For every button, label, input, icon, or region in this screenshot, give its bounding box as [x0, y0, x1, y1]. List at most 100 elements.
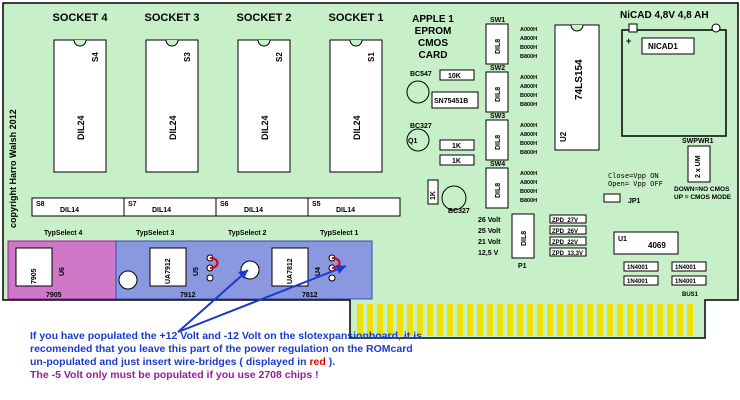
edge-connector [357, 304, 693, 336]
regulator-body [271, 247, 309, 287]
gold-finger [457, 304, 463, 336]
socket-chip-label: DIL24 [260, 115, 270, 140]
gold-finger [537, 304, 543, 336]
regulator-part: 7905 [31, 268, 38, 284]
dip-row-label: B800H [520, 198, 537, 204]
socket-title: SOCKET 4 [52, 12, 108, 24]
close-label: Close=Vpp ON [608, 172, 659, 180]
gold-finger [397, 304, 403, 336]
gold-finger [547, 304, 553, 336]
swpwr-body [687, 145, 711, 183]
socket-notch [165, 39, 179, 47]
socket-ref: S4 [91, 52, 100, 62]
u2-ref: U2 [559, 131, 568, 142]
zener-diode [549, 247, 587, 257]
gold-finger [607, 304, 613, 336]
battery-pad-plus [628, 23, 638, 33]
diode-label: 1N4001 [675, 279, 697, 285]
diode-label: 1N4001 [675, 265, 697, 271]
regulator-label: 7912 [180, 292, 196, 299]
arrow-to-7812 [177, 265, 347, 333]
gold-finger [477, 304, 483, 336]
note-red-word: red [309, 356, 326, 368]
gold-finger [357, 304, 363, 336]
arrow-head-7912 [238, 270, 248, 279]
diode [671, 261, 707, 272]
socket-ref: S1 [367, 52, 376, 62]
gold-finger [687, 304, 693, 336]
q-bc327b-label: BC327 [448, 208, 470, 215]
q-bc327-label: BC327 [410, 123, 432, 130]
gold-finger [617, 304, 623, 336]
battery-body [641, 37, 695, 55]
gold-finger [677, 304, 683, 336]
gold-finger [377, 304, 383, 336]
board-title: APPLE 1 EPROM CMOS CARD [412, 14, 454, 61]
r-1k-label-1: 1K [452, 143, 461, 150]
diode [671, 275, 707, 286]
zener-label: ZPD_26V [552, 229, 578, 235]
diode [623, 261, 659, 272]
u1-part: 4069 [648, 241, 666, 250]
gold-finger [517, 304, 523, 336]
regulator-ref: U4 [315, 267, 322, 276]
gold-finger [627, 304, 633, 336]
pad [206, 274, 214, 282]
dip-row-label: B800H [520, 54, 537, 60]
socket-title: SOCKET 3 [144, 12, 199, 24]
vpp-25-label: 25 Volt [478, 228, 501, 235]
dip-row-label: A000H [520, 27, 537, 33]
gold-finger [447, 304, 453, 336]
wire-bridge [331, 257, 341, 269]
u2-chip [554, 24, 600, 151]
battery-outline [621, 29, 727, 137]
dip-ref: SW1 [490, 17, 505, 24]
swpwr-cap2: UP = CMOS MODE [674, 194, 732, 201]
u1-chip [613, 231, 679, 255]
battery-label: NiCAD 4,8V 4,8 AH [620, 10, 709, 21]
dip-part: DIL8 [495, 135, 502, 150]
socket-chip-label: DIL24 [168, 115, 178, 140]
dil24-socket [329, 39, 383, 173]
vpp-21-label: 21 Volt [478, 239, 501, 246]
dip-row-label: A800H [520, 180, 537, 186]
dil24-socket [53, 39, 107, 173]
dip-ref: SW4 [490, 161, 505, 168]
gold-finger [637, 304, 643, 336]
battery-part: NICAD1 [648, 42, 678, 51]
swpwr-cap1: DOWN=NO CMOS [674, 186, 730, 193]
dip-switch [485, 71, 509, 113]
gold-finger [427, 304, 433, 336]
dip-part: DIL8 [495, 87, 502, 102]
battery-plus: + [626, 36, 631, 46]
dip-row-label: B000H [520, 141, 537, 147]
regulator-body [15, 247, 53, 287]
regulator-part: UA7912 [165, 258, 172, 284]
p1-part: DIL8 [521, 231, 528, 246]
dil14-ref: S5 [312, 201, 321, 208]
note-purple: The -5 Volt only must be populated if yo… [30, 369, 319, 381]
gold-finger [417, 304, 423, 336]
zener-diode [549, 214, 587, 224]
dil14-label: DIL14 [336, 207, 355, 214]
electrolytic-cap [118, 270, 138, 290]
regulator-ref: U5 [193, 267, 200, 276]
dil14-socket [307, 197, 401, 217]
diode [623, 275, 659, 286]
dil14-ref: S6 [220, 201, 229, 208]
typeselect-label: TypSelect 1 [320, 230, 358, 237]
dip-part: DIL8 [495, 183, 502, 198]
dip-row-label: A000H [520, 123, 537, 129]
swpwr-ref: SWPWR1 [682, 138, 714, 145]
dip-row-label: A800H [520, 84, 537, 90]
dip-row-label: B000H [520, 45, 537, 51]
arrow-to-7912 [177, 269, 249, 333]
socket-notch [257, 39, 271, 47]
gold-finger [487, 304, 493, 336]
u2-part: 74LS154 [574, 59, 585, 100]
u1-ref: U1 [618, 236, 627, 243]
gold-finger [667, 304, 673, 336]
